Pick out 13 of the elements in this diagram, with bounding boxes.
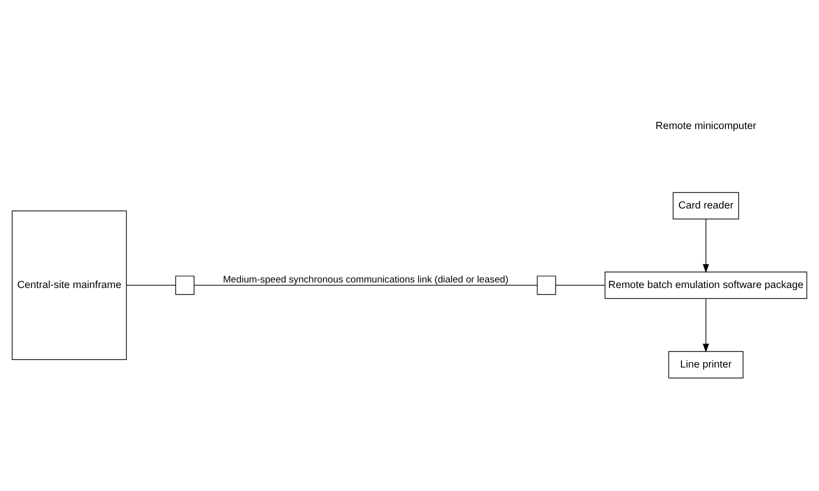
node-box: Central-site mainframe <box>12 210 127 360</box>
arrow <box>702 298 709 353</box>
arrow <box>702 218 709 274</box>
node-box <box>175 276 194 295</box>
node-box: Remote batch emulation software package <box>604 272 808 299</box>
connector <box>126 284 176 286</box>
connector <box>555 284 606 286</box>
node-box: Line printer <box>668 351 744 378</box>
label: Remote minicomputer <box>656 120 756 132</box>
node-box: Card reader <box>672 192 740 220</box>
node-box <box>536 276 556 295</box>
connector <box>194 284 538 286</box>
edge-label: Medium-speed synchronous communications link (dialed or leased) <box>222 274 508 286</box>
